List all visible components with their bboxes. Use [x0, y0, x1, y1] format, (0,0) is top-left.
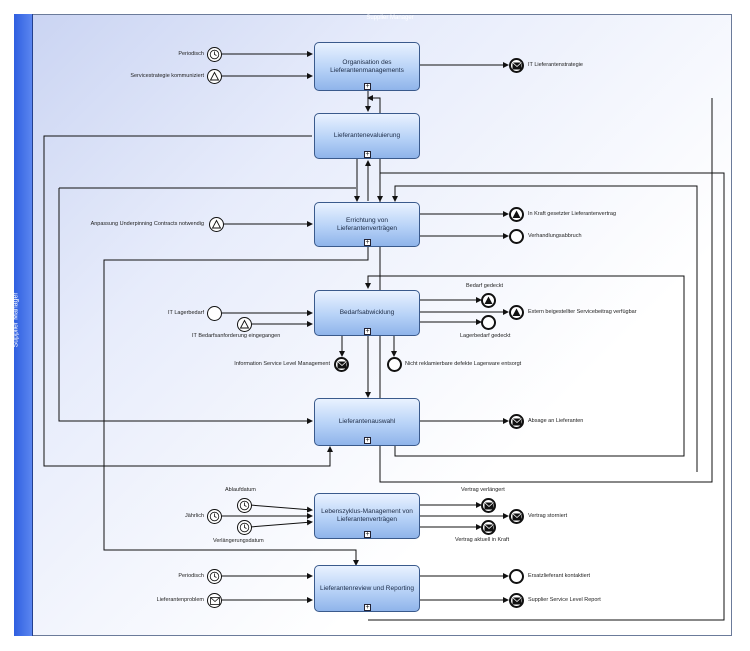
flow-loop-t2: [367, 95, 713, 483]
event-label: Verlängerungsdatum: [213, 538, 264, 544]
signal-icon: [211, 219, 222, 229]
start-event[interactable]: [207, 306, 222, 321]
event-label: In Kraft gesetzter Lieferantenvertrag: [528, 211, 617, 217]
message-end-event[interactable]: [509, 58, 524, 73]
timer-icon: [209, 49, 220, 60]
event-label: Vertrag aktuell in Kraft: [455, 537, 510, 543]
task-label: Lebenszyklus-Management von Lieferantenv…: [321, 508, 413, 523]
subprocess-marker: +: [364, 83, 371, 90]
message-end-icon: [336, 360, 347, 368]
end-event[interactable]: [481, 315, 496, 330]
event-label: Vertrag verlängert: [461, 487, 505, 493]
message-end-event[interactable]: [481, 520, 496, 535]
message-end-event[interactable]: [509, 414, 524, 429]
end-event[interactable]: [509, 569, 524, 584]
event-label: Ablaufdatum: [225, 487, 256, 493]
task-label: Errichtung von Lieferantenverträgen: [337, 216, 397, 232]
message-end-icon: [511, 417, 522, 425]
event-label: Verhandlungsabbruch: [528, 233, 582, 239]
message-end-event[interactable]: [481, 498, 496, 513]
message-end-event[interactable]: [509, 509, 524, 524]
end-event[interactable]: [387, 357, 402, 372]
event-label: Lieferantenproblem: [156, 597, 204, 603]
event-label: IT Lieferantenstrategie: [528, 62, 583, 68]
timer-start-event[interactable]: [237, 520, 252, 535]
timer-icon: [209, 511, 220, 522]
end-event[interactable]: [509, 229, 524, 244]
message-start-event[interactable]: [207, 593, 222, 608]
signal-end-event[interactable]: [509, 305, 524, 320]
event-label: Supplier Service Level Report: [528, 597, 601, 603]
signal-end-event[interactable]: [481, 293, 496, 308]
signal-end-icon: [484, 296, 493, 304]
signal-end-event[interactable]: [509, 207, 524, 222]
message-end-icon: [511, 61, 522, 69]
signal-end-icon: [512, 308, 521, 316]
flow-e15-t6: [249, 504, 313, 513]
timer-icon: [239, 500, 250, 511]
flow-t2-left-t5: [43, 135, 333, 467]
signal-icon: [209, 71, 220, 81]
event-label: Lagerbedarf gedeckt: [460, 333, 511, 339]
signal-icon: [239, 319, 250, 329]
event-label: IT Lagerbedarf: [168, 310, 204, 316]
event-label: Jährlich: [185, 513, 204, 519]
timer-icon: [209, 571, 220, 582]
signal-start-event[interactable]: [207, 69, 222, 84]
message-end-icon: [483, 523, 494, 531]
pool-title: Supplier Manager: [366, 15, 414, 21]
message-start-icon: [209, 596, 220, 605]
subprocess-marker: +: [364, 604, 371, 611]
timer-start-event[interactable]: [207, 569, 222, 584]
message-end-icon: [483, 501, 494, 509]
task-label: Lieferantenauswahl: [338, 418, 396, 425]
message-end-event[interactable]: [334, 357, 349, 372]
flow-t3-t7: [103, 247, 369, 566]
event-label: Extern beigestellter Servicebeitrag verf…: [528, 309, 637, 315]
event-label: Periodisch: [178, 51, 204, 57]
task-label: Lieferantenreview und Reporting: [320, 584, 414, 592]
message-end-icon: [511, 596, 522, 604]
subprocess-marker: +: [364, 531, 371, 538]
event-label: Anpassung Underpinning Contracts notwend…: [90, 221, 204, 227]
flow-right2-t3: [392, 185, 698, 472]
timer-start-event[interactable]: [207, 509, 222, 524]
event-label: Nicht reklamierbare defekte Lagerware en…: [405, 361, 522, 367]
signal-end-icon: [512, 210, 521, 218]
subprocess-marker: +: [364, 437, 371, 444]
task-organisation[interactable]: Organisation des Lieferantenmanagements: [314, 42, 420, 91]
subprocess-marker: +: [364, 239, 371, 246]
flow-left-t3: [58, 188, 313, 424]
task-label: Organisation des Lieferantenmanagements: [330, 58, 404, 74]
event-label: Ersatzlieferant kontaktiert: [528, 573, 591, 579]
event-label: Vertrag storniert: [528, 513, 568, 519]
event-label: Servicestrategie kommuniziert: [130, 73, 204, 79]
subprocess-marker: +: [364, 151, 371, 158]
message-end-icon: [511, 512, 522, 520]
flow-loop-t4: [365, 275, 685, 457]
event-label: Periodisch: [178, 573, 204, 579]
event-label: Information Service Level Management: [234, 361, 330, 367]
flow-right-t3: [368, 172, 725, 621]
signal-start-event[interactable]: [237, 317, 252, 332]
flow-e17-t6: [249, 519, 313, 528]
timer-icon: [239, 522, 250, 533]
event-label: Bedarf gedeckt: [466, 283, 503, 289]
event-label: Absage an Lieferanten: [528, 418, 584, 424]
event-label: IT Bedarfsanforderung eingegangen: [192, 333, 281, 339]
signal-intermediate-event[interactable]: [209, 217, 224, 232]
lane-header: [14, 14, 33, 636]
timer-start-event[interactable]: [207, 47, 222, 62]
subprocess-marker: +: [364, 328, 371, 335]
task-label: Lieferantenevaluierung: [333, 132, 401, 139]
message-end-event[interactable]: [509, 593, 524, 608]
task-label: Bedarfsabwicklung: [339, 309, 395, 316]
timer-start-event[interactable]: [237, 498, 252, 513]
